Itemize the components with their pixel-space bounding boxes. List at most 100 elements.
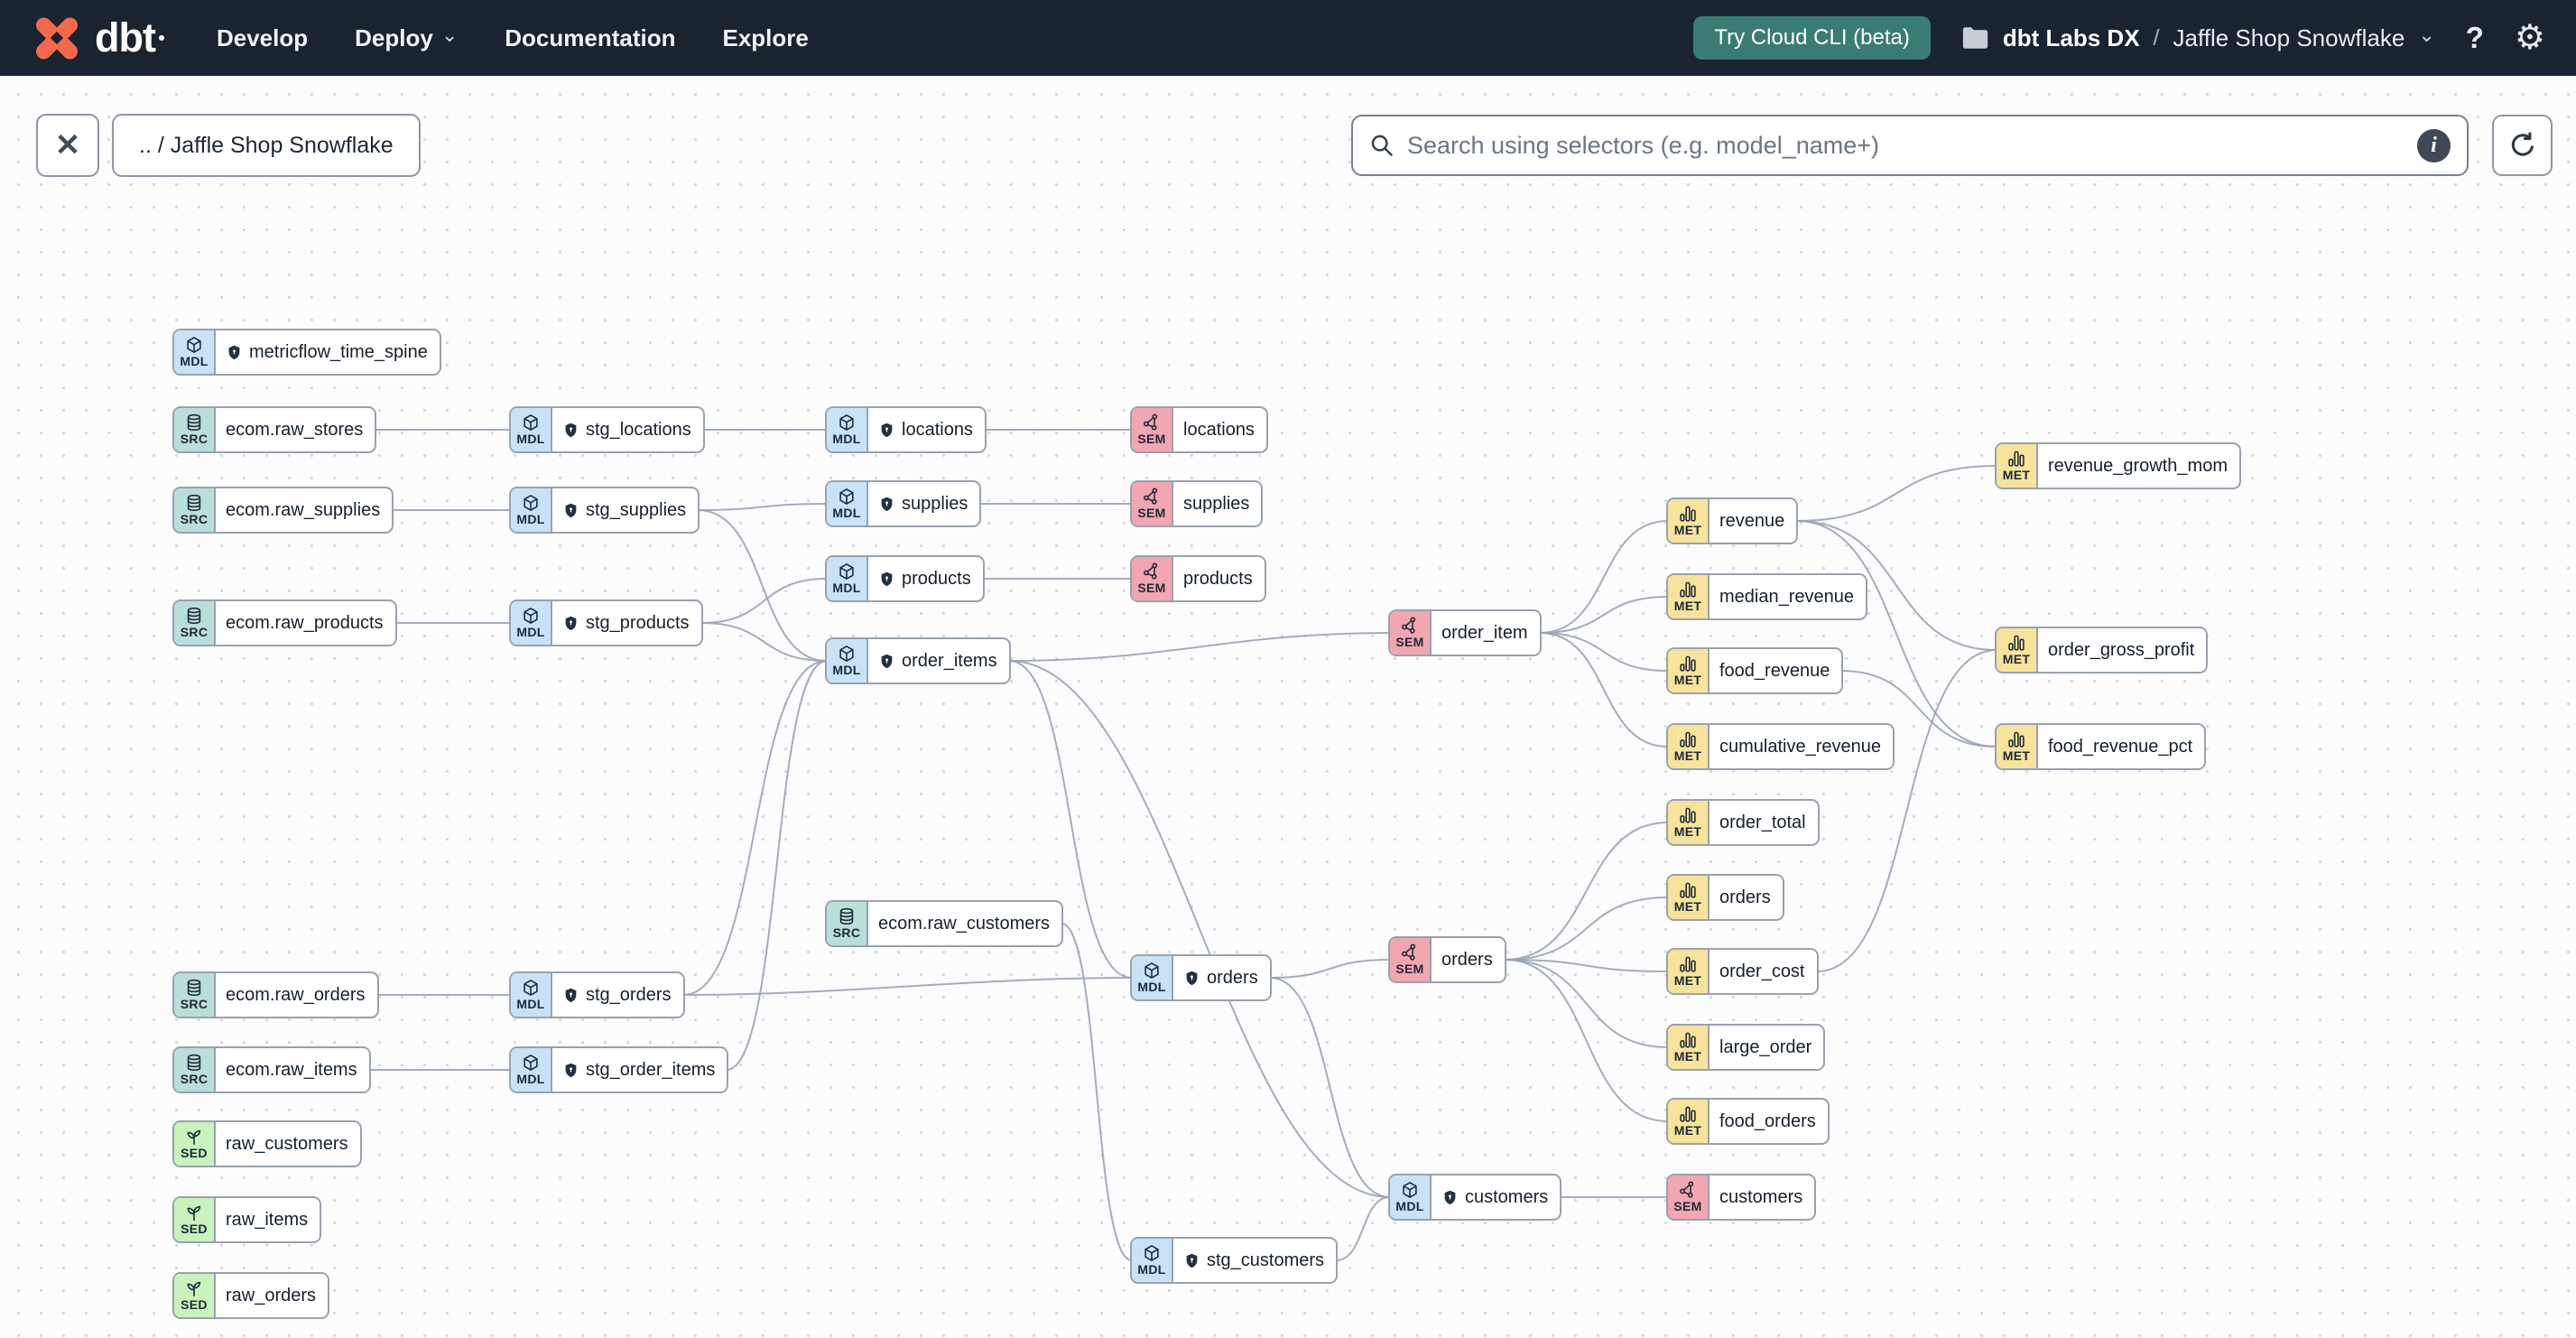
close-lineage-button[interactable]: ✕ [36,114,99,177]
node-locations_mdl[interactable]: MDL locations [825,406,987,453]
lineage-edge-stg_products-to-order_items [700,622,828,662]
node-ecom_raw_stores[interactable]: SRC ecom.raw_stores [172,406,377,453]
node-type-badge: MET [1668,801,1710,844]
lineage-breadcrumb[interactable]: .. / Jaffle Shop Snowflake [112,114,421,177]
node-orders_mdl[interactable]: MDL orders [1130,954,1272,1001]
node-ecom_raw_customers[interactable]: SRC ecom.raw_customers [825,900,1064,947]
node-large_order[interactable]: MET large_order [1666,1024,1826,1071]
metric-chart-icon [2006,729,2026,749]
node-orders_met[interactable]: MET orders [1666,874,1784,921]
node-stg_products[interactable]: MDL stg_products [509,599,703,646]
model-cube-icon [1400,1180,1420,1200]
node-order_items[interactable]: MDL order_items [825,637,1011,684]
nav-documentation[interactable]: Documentation [505,23,676,51]
node-customers_sem[interactable]: SEM customers [1666,1174,1817,1221]
try-cloud-cli-button[interactable]: Try Cloud CLI (beta) [1693,16,1931,60]
semantic-model-icon [1400,943,1420,962]
node-order_gross_profit[interactable]: MET order_gross_profit [1995,627,2209,674]
node-type-label: MDL [516,432,545,447]
node-customers_mdl[interactable]: MDL customers [1388,1174,1562,1221]
node-ecom_raw_orders[interactable]: SRC ecom.raw_orders [172,971,379,1018]
nav-develop[interactable]: Develop [216,23,309,51]
node-ecom_raw_items[interactable]: SRC ecom.raw_items [172,1046,371,1093]
node-products_mdl[interactable]: MDL products [825,555,985,602]
node-label: locations [902,419,973,440]
node-food_orders[interactable]: MET food_orders [1666,1098,1830,1145]
lineage-canvas[interactable]: ✕ .. / Jaffle Shop Snowflake i MDL metri… [0,76,2576,1338]
node-order_item_sem[interactable]: SEM order_item [1388,609,1542,656]
node-products_sem[interactable]: SEM products [1130,555,1266,602]
node-order_cost[interactable]: MET order_cost [1666,948,1819,995]
metric-chart-icon [1678,805,1698,825]
node-type-badge: MDL [174,330,216,374]
node-raw_customers_seed[interactable]: SED raw_customers [172,1120,362,1167]
nav-deploy[interactable]: Deploy ⌄ [355,23,459,51]
gear-icon[interactable]: ⚙ [2514,19,2545,57]
lineage-edges [368,428,1997,1261]
refresh-button[interactable] [2492,115,2553,176]
protected-shield-icon [1183,970,1200,987]
node-type-label: MET [1673,824,1702,840]
nav-explore[interactable]: Explore [722,23,809,51]
org-name: dbt Labs DX [2002,23,2140,51]
protected-shield-icon [878,571,895,588]
semantic-model-icon [1142,487,1162,506]
lineage-edge-order_item_sem-to-cumulative_revenue [1539,632,1669,748]
node-body: stg_orders [552,973,683,1017]
node-median_revenue[interactable]: MET median_revenue [1666,573,1867,620]
node-stg_customers[interactable]: MDL stg_customers [1130,1237,1339,1284]
node-type-badge: SRC [174,408,216,451]
node-order_total[interactable]: MET order_total [1666,799,1820,846]
model-cube-icon [521,978,541,998]
node-raw_items_seed[interactable]: SED raw_items [172,1196,322,1243]
lineage-edge-revenue_met-to-order_gross_profit [1795,520,1997,651]
node-label: raw_items [226,1209,309,1230]
model-cube-icon [837,413,857,432]
node-supplies_sem[interactable]: SEM supplies [1130,480,1264,527]
node-stg_supplies[interactable]: MDL stg_supplies [509,487,700,534]
node-food_revenue_pct[interactable]: MET food_revenue_pct [1995,723,2207,770]
node-revenue_met[interactable]: MET revenue [1666,497,1799,544]
folder-icon [1962,27,1988,49]
node-label: raw_customers [226,1133,348,1154]
project-breadcrumb[interactable]: dbt Labs DX / Jaffle Shop Snowflake ⌄ [1961,23,2435,52]
node-supplies_mdl[interactable]: MDL supplies [825,480,982,527]
lineage-edge-revenue_met-to-revenue_growth_mom [1795,465,1997,522]
search-icon [1371,135,1393,156]
node-body: food_revenue_pct [2038,725,2204,768]
node-metricflow_time_spine[interactable]: MDL metricflow_time_spine [172,329,441,376]
node-label: customers [1465,1186,1549,1207]
lineage-edge-stg_products-to-products_mdl [700,578,828,624]
node-ecom_raw_products[interactable]: SRC ecom.raw_products [172,599,397,646]
help-icon[interactable]: ? [2465,21,2484,54]
node-food_revenue[interactable]: MET food_revenue [1666,647,1844,694]
model-cube-icon [1142,961,1162,980]
semantic-model-icon [1142,562,1162,581]
semantic-model-icon [1142,413,1162,432]
dbt-logo[interactable]: dbt [31,12,164,64]
info-icon[interactable]: i [2417,128,2451,163]
node-stg_orders[interactable]: MDL stg_orders [509,971,685,1018]
node-orders_sem[interactable]: SEM orders [1388,936,1506,983]
node-type-label: MET [1673,599,1702,614]
node-type-label: MET [1673,748,1702,764]
node-revenue_growth_mom[interactable]: MET revenue_growth_mom [1995,442,2241,489]
node-type-badge: MDL [511,1048,552,1092]
model-cube-icon [1142,1243,1162,1263]
source-database-icon [184,606,204,626]
node-stg_order_items[interactable]: MDL stg_order_items [509,1046,729,1093]
node-cumulative_revenue[interactable]: MET cumulative_revenue [1666,723,1895,770]
node-stg_locations[interactable]: MDL stg_locations [509,406,705,453]
node-raw_orders_seed[interactable]: SED raw_orders [172,1272,330,1319]
protected-shield-icon [226,344,243,361]
node-body: orders [1710,876,1783,919]
semantic-model-icon [1400,616,1420,636]
node-label: food_orders [1719,1110,1816,1131]
node-locations_sem[interactable]: SEM locations [1130,406,1268,453]
seed-sprout-icon [184,1278,204,1298]
node-body: raw_items [216,1198,320,1241]
search-input[interactable] [1407,131,2405,160]
node-ecom_raw_supplies[interactable]: SRC ecom.raw_supplies [172,487,394,534]
node-type-badge: MDL [827,408,868,451]
source-database-icon [184,978,204,998]
